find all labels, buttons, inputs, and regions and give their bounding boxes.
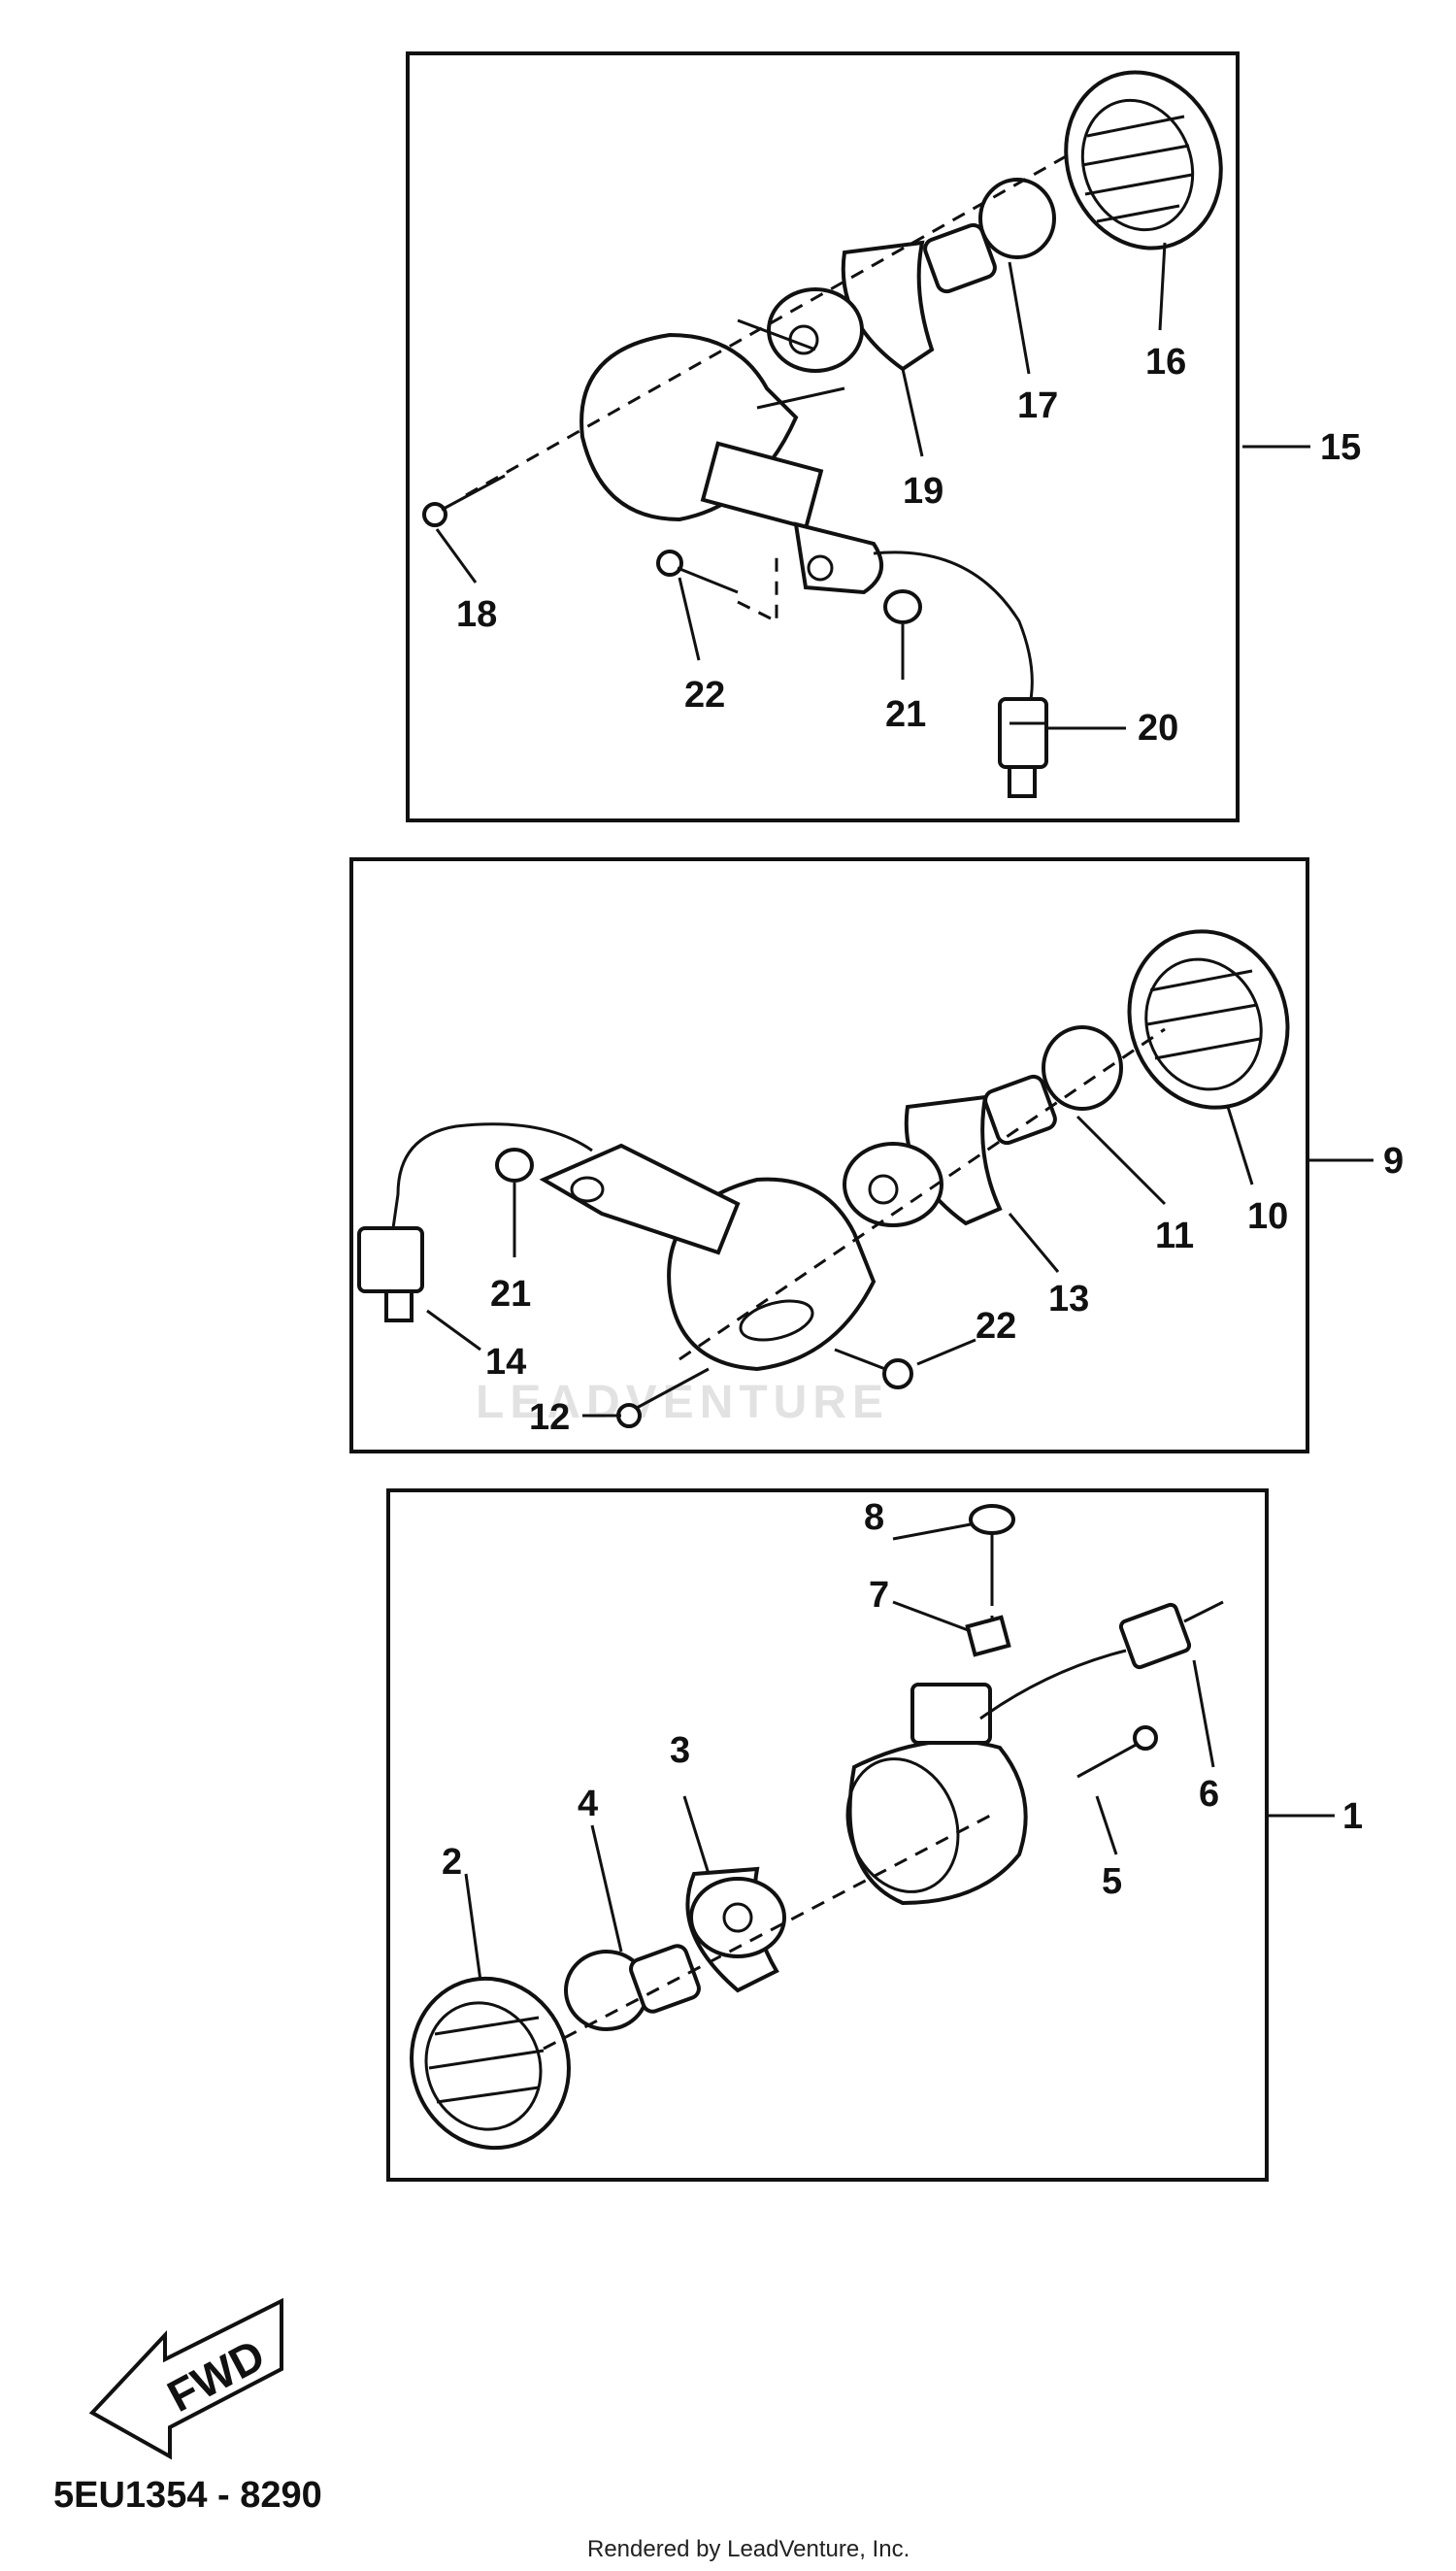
assembly-9-frame	[349, 857, 1309, 1453]
callout-8: 8	[864, 1497, 884, 1538]
callout-16: 16	[1145, 342, 1186, 383]
footer-credit: Rendered by LeadVenture, Inc.	[587, 2536, 910, 2562]
assembly-15-frame	[406, 51, 1240, 822]
wire-1	[979, 1649, 1127, 1720]
callout-11: 11	[1155, 1216, 1194, 1256]
lens-part-16	[1064, 70, 1223, 250]
callout-10: 10	[1247, 1196, 1288, 1237]
connector-part-6	[1118, 1600, 1224, 1670]
connector-part-20	[998, 697, 1048, 798]
screw-part-22b	[834, 1348, 913, 1389]
callout-1: 1	[1342, 1796, 1363, 1837]
diagram-code: 5EU1354 - 8290	[53, 2475, 322, 2516]
callout-19: 19	[903, 471, 943, 512]
assembly-1: 2 4 3 8 7 5 6 1	[386, 1488, 1363, 2182]
callout-22a: 22	[684, 675, 725, 716]
assembly-9: 10 11 13 9 21 14 12 22	[349, 857, 1404, 1453]
connector-part-14	[357, 1226, 424, 1322]
callout-21a: 21	[885, 694, 926, 735]
callout-20: 20	[1138, 708, 1178, 749]
screw-part-22a	[656, 550, 739, 594]
callout-12: 12	[529, 1397, 570, 1438]
assembly-9-axis	[678, 1027, 1166, 1361]
screw-part-8	[969, 1504, 1015, 1592]
assembly-15: 16 17 19 18 22 21 20 15	[406, 51, 1361, 822]
callout-21b: 21	[490, 1274, 531, 1315]
callout-22b: 22	[976, 1306, 1016, 1347]
callout-13: 13	[1048, 1279, 1089, 1319]
callout-9: 9	[1383, 1141, 1404, 1182]
callout-17: 17	[1017, 385, 1058, 426]
forward-arrow-icon: FWD	[88, 2297, 283, 2460]
bulb-part-11	[983, 1025, 1123, 1146]
wire-15	[873, 551, 1034, 710]
callout-3: 3	[670, 1730, 690, 1771]
callout-4: 4	[578, 1784, 598, 1824]
nut-part-21a	[883, 589, 922, 624]
bracket-9	[539, 1143, 741, 1255]
assembly-15-axis-2	[737, 553, 778, 624]
screw-part-18	[422, 474, 506, 527]
socket-part-19	[767, 240, 935, 373]
screw-part-5	[1076, 1725, 1158, 1779]
socket-part-13	[843, 1094, 1003, 1227]
callout-14: 14	[485, 1342, 526, 1383]
callout-15: 15	[1320, 427, 1361, 468]
housing-1	[845, 1683, 1028, 1906]
assembly-1-frame	[386, 1488, 1269, 2182]
lens-part-2	[410, 1976, 571, 2151]
callout-5: 5	[1102, 1861, 1122, 1902]
bulb-part-4	[564, 1944, 701, 2031]
bracket-15	[700, 441, 883, 595]
lens-part-10	[1127, 929, 1290, 1110]
assembly-1-axis	[543, 1814, 991, 2051]
nut-part-21b	[495, 1148, 534, 1183]
callout-7: 7	[869, 1575, 889, 1616]
bulb-part-17	[923, 178, 1056, 294]
callout-2: 2	[442, 1842, 462, 1883]
socket-part-3	[685, 1866, 786, 1993]
callout-6: 6	[1199, 1774, 1219, 1815]
nut-part-7	[965, 1615, 1011, 1657]
callout-18: 18	[456, 594, 497, 635]
wire-9	[391, 1122, 593, 1229]
